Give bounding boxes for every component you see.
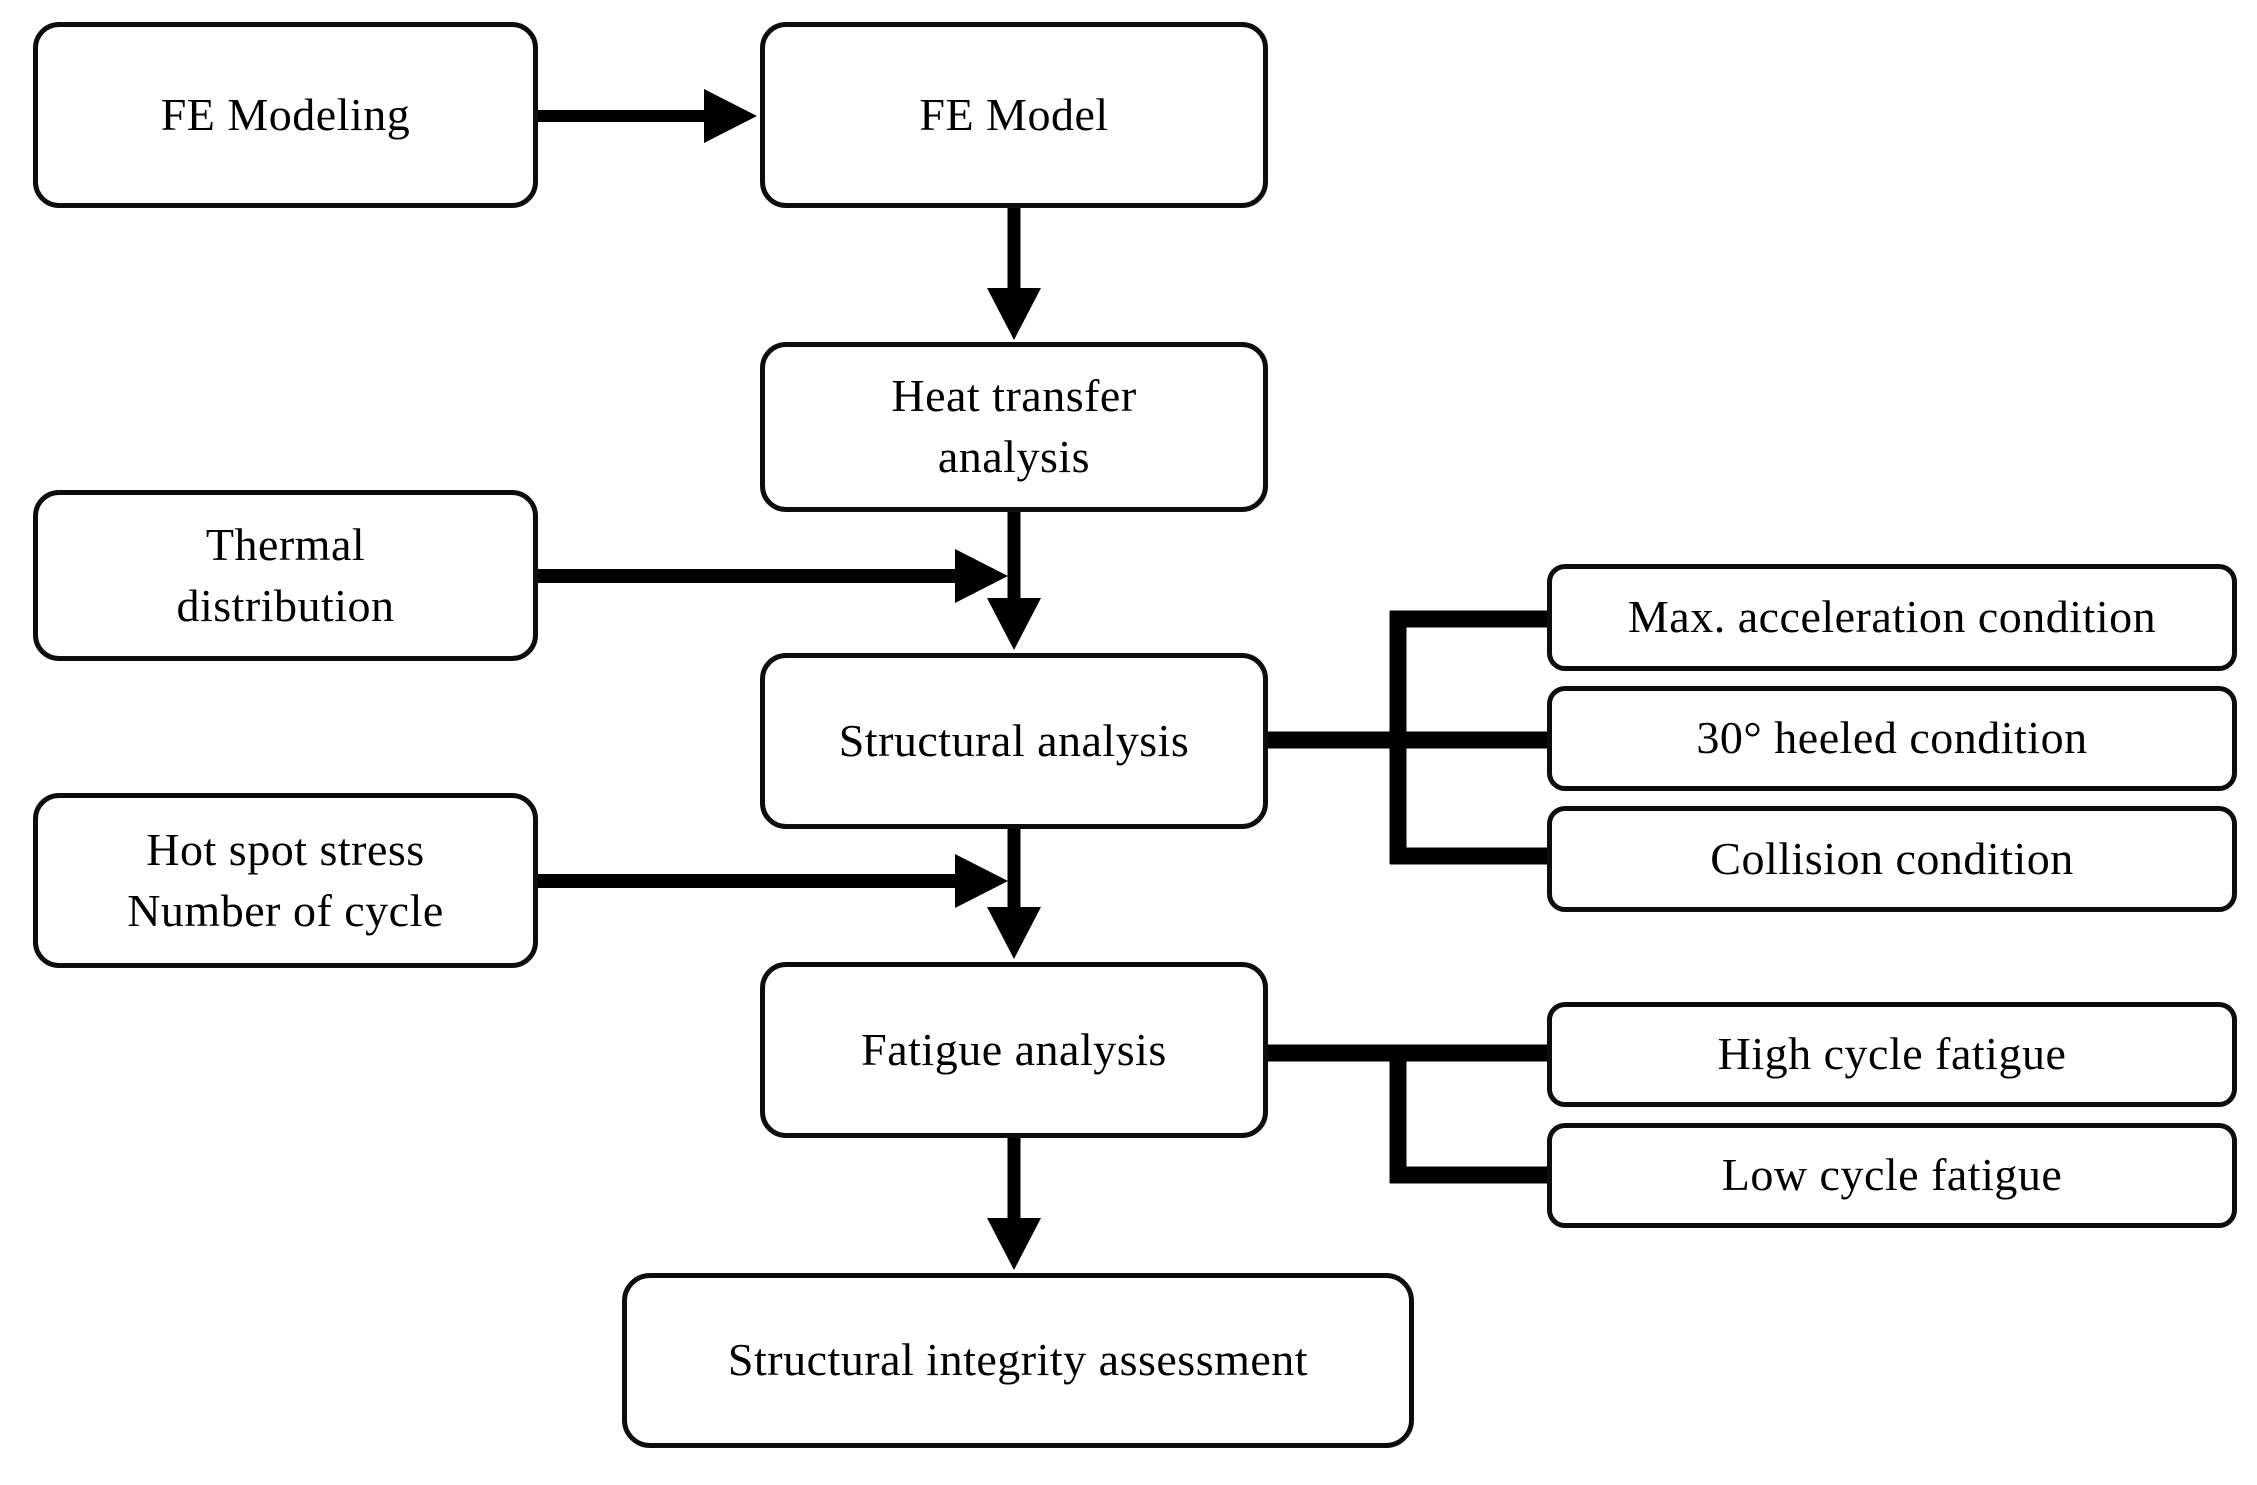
arrow-fe-modeling-to-fe-model-head	[704, 89, 757, 143]
node-fatigue-analysis: Fatigue analysis	[760, 962, 1268, 1138]
node-high-cycle-fatigue: High cycle fatigue	[1547, 1002, 2237, 1107]
arrow-hotspot-merge-head	[955, 854, 1008, 908]
node-heat-transfer-analysis: Heat transfer analysis	[760, 342, 1268, 512]
node-structural-analysis: Structural analysis	[760, 653, 1268, 829]
arrow-thermal-merge-head	[955, 549, 1008, 603]
node-collision-condition: Collision condition	[1547, 806, 2237, 912]
arrow-structural-to-fatigue-head	[987, 907, 1041, 959]
node-low-cycle-fatigue: Low cycle fatigue	[1547, 1123, 2237, 1228]
node-max-acceleration-condition: Max. acceleration condition	[1547, 564, 2237, 671]
node-fe-model: FE Model	[760, 22, 1268, 208]
arrow-heat-to-structural-head	[987, 598, 1041, 650]
node-30deg-heeled-condition: 30° heeled condition	[1547, 686, 2237, 791]
node-thermal-distribution: Thermal distribution	[33, 490, 538, 661]
arrow-fe-model-to-heat-head	[987, 288, 1041, 340]
node-hot-spot-stress: Hot spot stress Number of cycle	[33, 793, 538, 968]
node-structural-integrity-assessment: Structural integrity assessment	[622, 1273, 1414, 1448]
arrow-fatigue-to-integrity-head	[987, 1218, 1041, 1270]
node-fe-modeling: FE Modeling	[33, 22, 538, 208]
